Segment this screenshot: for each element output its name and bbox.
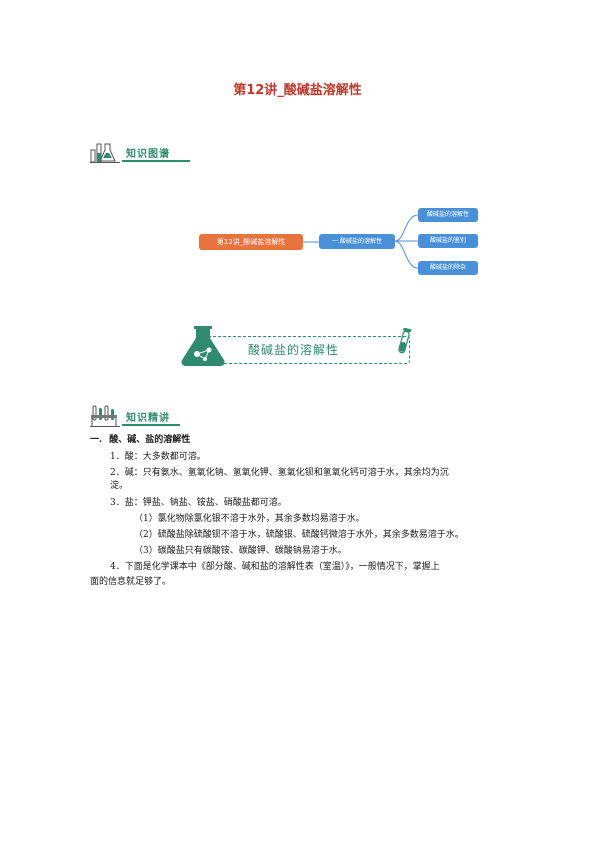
section-header-knowledge-map: 知识图谱 bbox=[90, 140, 190, 164]
content-heading: 一. 酸、碱、盐的溶解性 bbox=[90, 434, 190, 446]
test-tube-icon bbox=[398, 328, 412, 354]
banner-title: 酸碱盐的溶解性 bbox=[248, 343, 340, 357]
list-item: 2．碱：只有氨水、氢氧化钠、氢氧化钾、氢氧化钡和氢氧化钙可溶于水，其余均为沉 bbox=[110, 468, 449, 478]
mindmap-leaf-node: 酸碱盐的溶解性 bbox=[418, 208, 478, 222]
sub-list-item: （3）碳酸盐只有碳酸铵、碳酸钾、碳酸钠易溶于水。 bbox=[134, 546, 347, 556]
list-item: 4．下面是化学课本中《部分酸、碱和盐的溶解性表（室温）》，一般情况下，掌握上 bbox=[110, 562, 440, 572]
mindmap-root-node: 第12讲_酸碱盐溶解性 bbox=[199, 234, 303, 250]
mindmap-middle-node: 一.酸碱盐的溶解性 bbox=[319, 234, 395, 249]
mindmap-leaf-node: 酸碱盐的鉴别 bbox=[418, 234, 478, 248]
topic-banner bbox=[200, 336, 410, 364]
heading-number: 一. bbox=[90, 435, 103, 445]
list-item: 3．盐：钾盐、钠盐、铵盐、硝酸盐都可溶。 bbox=[110, 498, 287, 508]
mindmap-leaf-node: 酸碱盐的除杂 bbox=[418, 261, 478, 275]
list-item: 1．酸：大多数都可溶。 bbox=[110, 452, 206, 462]
lab-equipment-icon bbox=[90, 143, 120, 163]
section-label: 知识精讲 bbox=[126, 413, 170, 424]
list-item-continuation: 淀。 bbox=[110, 481, 129, 491]
mindmap-connectors bbox=[303, 214, 419, 269]
test-tube-rack-icon bbox=[90, 405, 120, 427]
list-item-continuation: 面的信息就足够了。 bbox=[90, 577, 172, 587]
flask-icon bbox=[181, 326, 225, 366]
heading-text: 酸、碱、盐的溶解性 bbox=[109, 435, 191, 445]
section-underline bbox=[122, 424, 180, 426]
sub-list-item: （2）硫酸盐除硫酸钡不溶于水，硫酸银、硫酸钙微溶于水外，其余多数易溶于水。 bbox=[134, 530, 464, 540]
sub-list-item: （1）氯化物除氯化银不溶于水外，其余多数均易溶于水。 bbox=[134, 514, 365, 524]
section-underline bbox=[122, 160, 190, 162]
section-label: 知识图谱 bbox=[126, 149, 170, 160]
section-header-knowledge-explained: 知识精讲 bbox=[90, 404, 190, 428]
page-title: 第12讲_酸碱盐溶解性 bbox=[233, 83, 362, 98]
